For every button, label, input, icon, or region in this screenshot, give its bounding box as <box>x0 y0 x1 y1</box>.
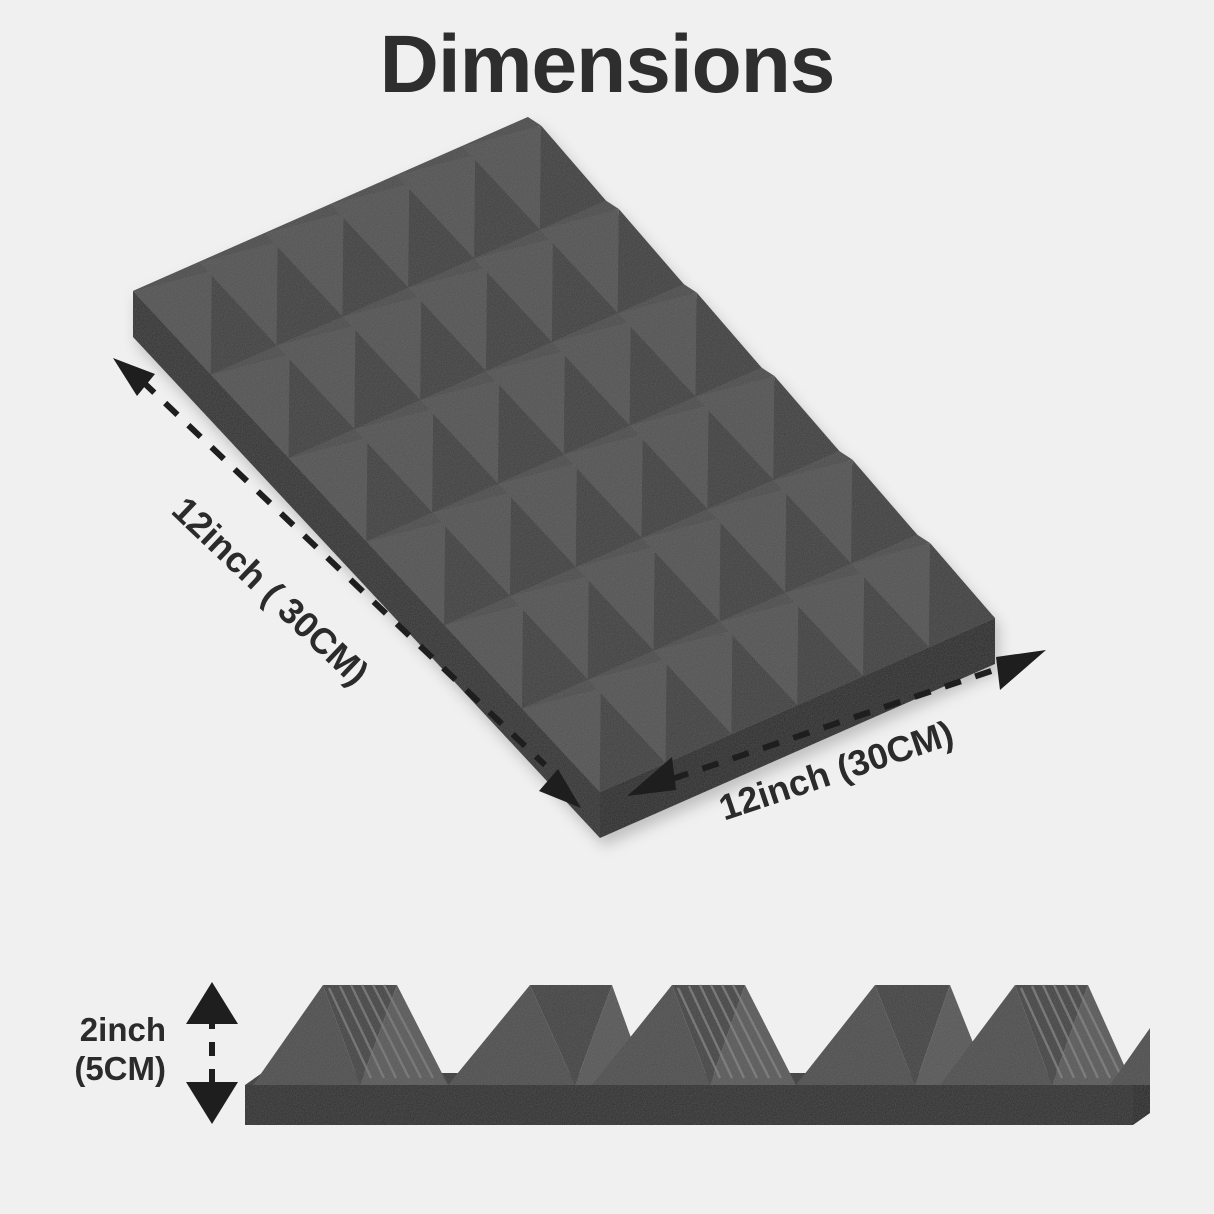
pyramid <box>288 429 433 542</box>
pyramid-row <box>264 204 798 734</box>
pyramid <box>264 204 409 317</box>
pyramid-row <box>462 117 995 647</box>
pyramid <box>462 117 606 230</box>
pyramid <box>366 512 511 625</box>
depth-arrowhead-bottom <box>539 769 581 808</box>
pyramid <box>498 454 642 567</box>
pyramid <box>707 480 852 593</box>
pyramid <box>330 175 475 288</box>
pyramid <box>432 483 576 596</box>
pyramid <box>342 287 487 400</box>
height-dimension-annotation: 2inch (5CM) <box>74 982 238 1124</box>
side-base-endcap <box>1133 1073 1150 1125</box>
side-peak <box>1110 1028 1150 1085</box>
pyramid <box>539 200 684 313</box>
pyramid <box>198 233 343 346</box>
pyramid <box>510 567 654 680</box>
pyramid <box>396 146 541 259</box>
width-dimension-line <box>671 665 1001 782</box>
pyramid-row <box>198 233 732 763</box>
height-arrowhead-up <box>186 982 238 1024</box>
pyramid <box>587 650 732 763</box>
pyramid <box>210 345 355 458</box>
side-peak <box>592 984 796 1085</box>
pyramid <box>354 400 499 513</box>
page-title: Dimensions <box>379 19 836 110</box>
pyramid <box>551 313 696 426</box>
pyramid <box>653 621 798 734</box>
pyramid-row <box>396 146 930 676</box>
pyramid <box>563 425 708 538</box>
pyramid <box>641 509 786 622</box>
depth-arrowhead-top <box>113 358 155 396</box>
pyramid <box>695 367 840 480</box>
pyramid <box>420 371 564 484</box>
pyramid <box>629 396 774 509</box>
width-arrowhead-left <box>627 757 676 796</box>
pyramid <box>851 534 995 647</box>
side-peak <box>940 984 1133 1085</box>
height-dimension-label-cm: (5CM) <box>74 1050 166 1087</box>
pyramid <box>486 342 630 455</box>
pyramid <box>719 592 864 705</box>
foam-panel-side-view <box>245 984 1150 1125</box>
pyramid <box>617 284 762 397</box>
pyramid <box>133 262 277 375</box>
pyramid <box>575 538 720 651</box>
side-peak <box>253 984 448 1085</box>
side-base-slab <box>245 1085 1133 1125</box>
width-arrowhead-right <box>996 650 1046 690</box>
pyramid <box>474 229 618 342</box>
pyramid <box>276 316 421 429</box>
pyramid-row <box>133 262 666 792</box>
height-dimension-label-inch: 2inch <box>80 1011 166 1048</box>
pyramid <box>444 596 588 709</box>
foam-panel-3d-view <box>133 117 995 838</box>
pyramid-row <box>330 175 864 705</box>
depth-dimension-line <box>139 378 548 768</box>
pyramid <box>408 258 552 371</box>
pyramid <box>785 563 930 676</box>
panel-skirt-left <box>133 291 600 838</box>
pyramid <box>773 451 918 564</box>
panel-skirt-right <box>600 618 995 838</box>
height-arrowhead-down <box>186 1082 238 1124</box>
pyramid <box>522 679 666 792</box>
pyramid-field <box>133 117 995 792</box>
